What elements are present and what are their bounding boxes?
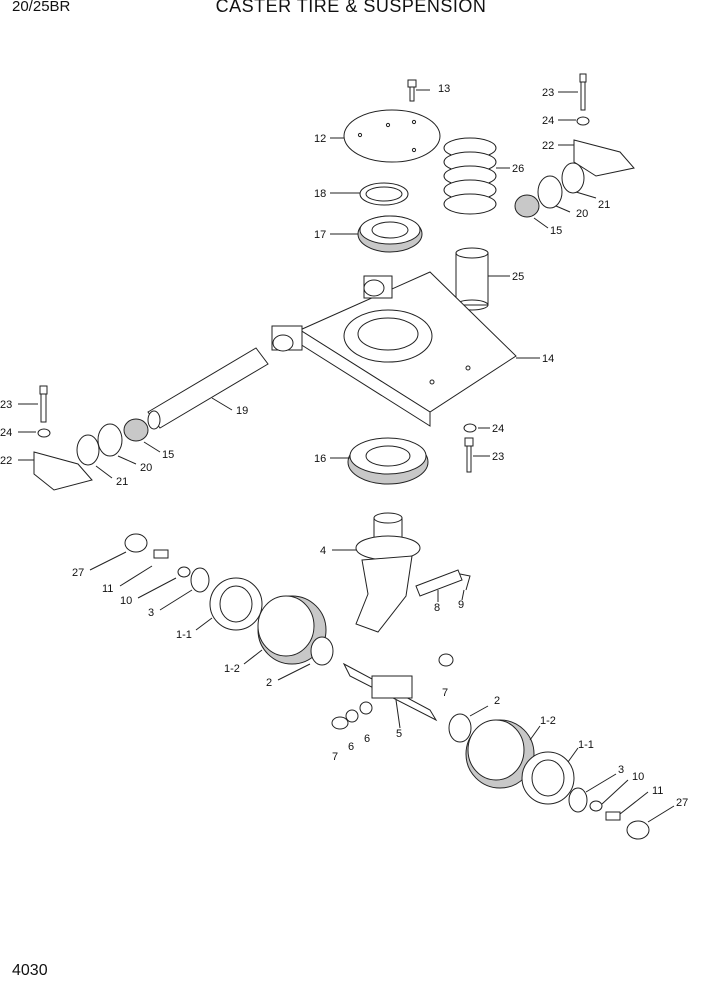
callout-13: 13	[438, 83, 450, 95]
callout-22-left: 22	[0, 455, 12, 467]
cover-plate-12	[330, 109, 441, 163]
callout-12: 12	[314, 133, 326, 145]
callout-26: 26	[512, 163, 524, 175]
callout-24-center: 24	[492, 423, 504, 435]
shaft-19	[147, 347, 269, 430]
pin-8-cotter-9	[415, 569, 471, 602]
callout-9: 9	[458, 599, 464, 611]
bracket-assembly-left	[18, 385, 161, 491]
wheel-assembly-right	[448, 705, 675, 840]
callout-1-2-right: 1-2	[540, 715, 556, 727]
callout-21-right: 21	[598, 199, 610, 211]
callout-23-left: 23	[0, 399, 12, 411]
callout-25: 25	[512, 271, 524, 283]
callout-5: 5	[396, 728, 402, 740]
sleeve-25	[455, 247, 510, 311]
callout-17: 17	[314, 229, 326, 241]
callout-24-left: 24	[0, 427, 12, 439]
callout-6-a: 6	[348, 741, 354, 753]
callout-1-1-right: 1-1	[578, 739, 594, 751]
callout-22-right: 22	[542, 140, 554, 152]
callout-16: 16	[314, 453, 326, 465]
bearing-16	[330, 437, 429, 485]
callout-3-left: 3	[148, 607, 154, 619]
callout-10-right: 10	[632, 771, 644, 783]
callout-1-2-left: 1-2	[224, 663, 240, 675]
callout-8: 8	[434, 602, 440, 614]
callout-6-b: 6	[364, 733, 370, 745]
callout-20-right: 20	[576, 208, 588, 220]
bolt-13	[407, 79, 430, 102]
callout-11-right: 11	[652, 785, 663, 797]
bolt-washer-center	[463, 423, 490, 473]
callout-3-right: 3	[618, 764, 624, 776]
callout-1-1-left: 1-1	[176, 629, 192, 641]
snap-ring-18	[330, 182, 409, 206]
callout-18: 18	[314, 188, 326, 200]
bearing-17	[330, 215, 423, 253]
callout-15-left: 15	[162, 449, 174, 461]
callout-11-left: 11	[102, 583, 113, 595]
callout-7-upper: 7	[442, 687, 448, 699]
callout-23-right: 23	[542, 87, 554, 99]
callout-7-lower: 7	[332, 751, 338, 763]
callout-27-right: 27	[676, 797, 688, 809]
page-number: 4030	[12, 962, 48, 979]
callout-4: 4	[320, 545, 326, 557]
callout-27-left: 27	[72, 567, 84, 579]
callout-21-left: 21	[116, 476, 128, 488]
callout-10-left: 10	[120, 595, 132, 607]
axle-5	[331, 653, 454, 730]
callout-14: 14	[542, 353, 554, 365]
bracket-assembly-right	[514, 73, 635, 229]
callout-23-center: 23	[492, 451, 504, 463]
model-number: 20/25BR	[12, 0, 71, 15]
page-title: CASTER TIRE & SUSPENSION	[215, 0, 487, 16]
caster-frame-14	[271, 271, 540, 427]
callout-2-right: 2	[494, 695, 500, 707]
callout-15-right: 15	[550, 225, 562, 237]
callout-24-right: 24	[542, 115, 554, 127]
callout-19: 19	[236, 405, 248, 417]
callout-20-left: 20	[140, 462, 152, 474]
wheel-assembly-left	[89, 533, 334, 681]
callout-2-left: 2	[266, 677, 272, 689]
caster-fork-4	[332, 512, 421, 633]
spring-26	[443, 137, 510, 215]
